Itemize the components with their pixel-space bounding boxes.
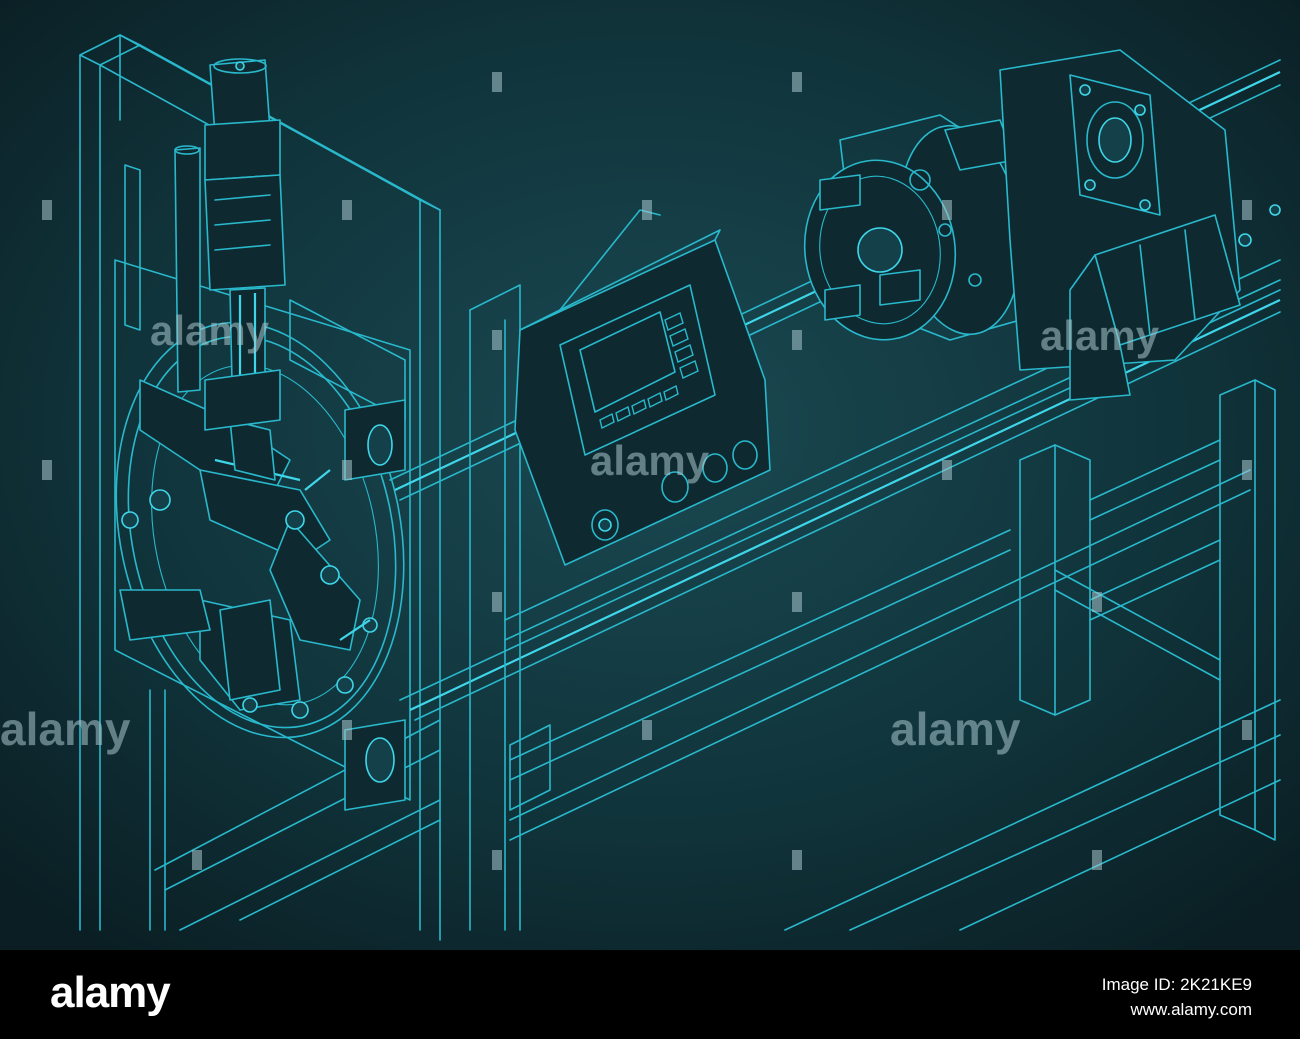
watermark: alamy	[590, 437, 710, 484]
watermark-layer: alamy alamy alamy alamy alamy	[0, 307, 1160, 755]
alamy-logo[interactable]: alamy	[50, 968, 171, 1017]
image-id-label: Image ID: 2K21KE9	[1101, 975, 1252, 994]
clamp-arms	[119, 379, 378, 719]
watermark: alamy	[150, 307, 270, 354]
vertical-actuator	[174, 58, 286, 431]
watermark-pins	[42, 72, 1252, 870]
watermark: alamy	[0, 703, 131, 755]
watermark: alamy	[890, 703, 1021, 755]
right-legs	[1019, 379, 1276, 841]
rollers	[344, 399, 406, 811]
watermark: alamy	[1040, 312, 1160, 359]
lathe-chuck	[803, 114, 1076, 341]
stepper-motor	[1069, 204, 1281, 401]
footer-bar	[0, 950, 1300, 1039]
left-frame	[79, 34, 441, 941]
site-url[interactable]: www.alamy.com	[1130, 1000, 1252, 1019]
blueprint-drawing: alamy alamy alamy alamy alamy	[0, 0, 1300, 950]
control-panel	[514, 209, 771, 566]
